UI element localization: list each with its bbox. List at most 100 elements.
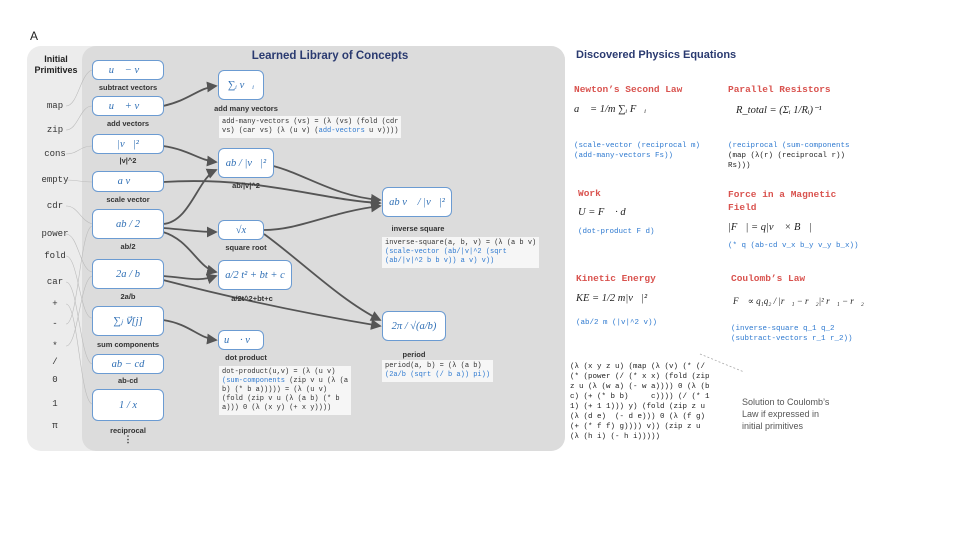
primitives-title-line1: Initial xyxy=(44,54,68,64)
primitive-item: zip xyxy=(46,125,64,135)
concept-square-root: √x xyxy=(218,220,264,240)
code-period: period(a, b) = (λ (a b) (2a/b (sqrt (/ b… xyxy=(382,360,494,382)
arrow-2ab-to-period xyxy=(162,279,382,330)
primitive-item: empty xyxy=(41,175,69,185)
code-line: c) (+ (* b b) c)))) (/ (* 1 xyxy=(570,393,710,401)
arrow-scale-to-invsq xyxy=(162,180,382,208)
code-line: (map (λ(r) (reciprocal r)) xyxy=(728,152,846,160)
arrow-add-to-addmany xyxy=(162,81,218,107)
concept-caption: ab/2 xyxy=(120,242,136,251)
equation-formula-magnetic: |F⃗| = q|v⃗ × B⃗| xyxy=(728,222,812,233)
code-line: (* (power (/ (* x x) (fold (zip xyxy=(570,373,710,381)
concept-inverse-square: ab v⃗ / |v⃗|² xyxy=(382,187,452,217)
code-line: (λ (h i) (- h i))))) xyxy=(570,433,661,441)
concept-caption: 2a/b xyxy=(120,292,136,301)
concept-period: 2π / √(a/b) xyxy=(382,311,446,341)
code-line: (zip v u (λ (a xyxy=(285,377,349,385)
concept-caption: period xyxy=(402,350,426,359)
concept-subtract-vectors: u⃗ − v⃗ xyxy=(92,60,164,80)
equation-code-parallel: (reciprocal (sum-components (map (λ(r) (… xyxy=(728,141,850,171)
code-line: add-many-vectors (vs) = (λ (vs) (fold (c… xyxy=(222,118,399,126)
equation-code-coulomb: (inverse-square q_1 q_2 (subtract-vector… xyxy=(731,324,853,344)
code-line: (2a/b (sqrt (/ b a)) pi)) xyxy=(385,371,491,379)
concept-ab-half: ab / 2 xyxy=(92,209,164,239)
primitive-item: * xyxy=(52,341,58,351)
code-line: period(a, b) = (λ (a b) xyxy=(385,362,482,370)
primitives-title-line2: Primitives xyxy=(34,65,78,75)
concept-caption: square root xyxy=(225,243,267,252)
equation-name-line: Force in a Magnetic xyxy=(728,189,837,200)
primitive-item: + xyxy=(52,299,58,309)
primitive-item: car xyxy=(46,277,64,287)
concept-caption: a/2t^2+bt+c xyxy=(231,294,273,303)
code-line: z u (λ (w a) (- w a)))) 0 (λ (b xyxy=(570,383,710,391)
primitive-item: map xyxy=(46,101,64,111)
code-line: (λ (d e) (- d e))) 0 (λ (f g) xyxy=(570,413,706,421)
code-dot-product: dot-product(u,v) = (λ (u v) (sum-compone… xyxy=(219,366,352,415)
coulomb-primitive-code: (λ (x y z u) (map (λ (v) (* (/ (* (power… xyxy=(570,362,710,442)
code-line: Rs))) xyxy=(728,162,751,170)
code-token: (sum-components xyxy=(222,377,286,385)
arrow-ab2-to-abnorm xyxy=(162,168,218,225)
primitives-title: Initial Primitives xyxy=(28,54,84,76)
concept-caption: ab/|v|^2 xyxy=(232,181,260,190)
concept-caption: add vectors xyxy=(106,119,150,128)
concept-sum-components: ∑ⱼ v⃗[j] xyxy=(92,306,164,336)
concept-caption: subtract vectors xyxy=(98,83,158,92)
equation-name-work: Work xyxy=(578,188,601,199)
code-inverse-square: inverse-square(a, b, v) = (λ (a b v) (sc… xyxy=(382,237,540,268)
code-line: (scale-vector (ab/|v|^2 (sqrt xyxy=(385,248,507,256)
equation-name-coulomb: Coulomb’s Law xyxy=(731,273,806,284)
equation-formula-work: U = F⃗ · d⃗ xyxy=(578,207,634,218)
primitive-item: π xyxy=(52,421,58,431)
equation-formula-parallel: R_total = (Σᵢ 1/Rᵢ)⁻¹ xyxy=(736,105,822,116)
code-line: (* q (ab-cd v_x b_y v_y b_x)) xyxy=(728,242,859,250)
equation-code-magnetic: (* q (ab-cd v_x b_y v_y b_x)) xyxy=(728,241,859,251)
primitive-item: cons xyxy=(44,149,66,159)
concept-dot-product: u⃗ · v⃗ xyxy=(218,330,264,350)
equation-formula-coulomb: F⃗ ∝ q₁q₂ / |r⃗₁ − r⃗₂|² r⃗₁ − r⃗₂ xyxy=(733,296,864,306)
equation-code-work: (dot-product F d) xyxy=(578,227,655,237)
code-line: (inverse-square q_1 q_2 xyxy=(731,325,835,333)
equation-code-newton: (scale-vector (reciprocal m) (add-many-v… xyxy=(574,141,700,161)
concept-caption: scale vector xyxy=(106,195,150,204)
equation-name-parallel: Parallel Resistors xyxy=(728,84,831,95)
equation-name-line: Field xyxy=(728,202,757,213)
primitive-item: cdr xyxy=(46,201,64,211)
code-line: (subtract-vectors r_1 r_2)) xyxy=(731,335,853,343)
concept-caption: add many vectors xyxy=(214,104,278,113)
code-line: vs) (car vs) (λ (u v) ( xyxy=(222,127,319,135)
arrow-2ab-to-quadratic xyxy=(162,273,218,284)
equation-name-newton: Newton’s Second Law xyxy=(574,84,683,95)
concept-caption: inverse square xyxy=(391,224,445,233)
code-add-many-vectors: add-many-vectors (vs) = (λ (vs) (fold (c… xyxy=(219,116,402,138)
arrow-norm-to-abnorm xyxy=(162,145,218,167)
concept-caption: dot product xyxy=(225,353,267,362)
code-line: (reciprocal (sum-components xyxy=(728,142,850,150)
equation-formula-newton: a⃗ = 1/m ∑ᵢ F⃗ᵢ xyxy=(574,104,647,115)
arrow-ab2-to-sqrt xyxy=(162,226,218,238)
note-line: Solution to Coulomb’s xyxy=(742,397,830,407)
concept-norm-squared: |v⃗|² xyxy=(92,134,164,154)
arrow-ab2-to-quadratic xyxy=(162,231,218,276)
code-line: 1) (+ 1 1))) y) (fold (zip z u xyxy=(570,403,706,411)
note-line: Law if expressed in xyxy=(742,409,820,419)
arrow-abnorm-to-invsq xyxy=(263,163,382,205)
primitive-item: 1 xyxy=(52,399,58,409)
concept-caption: ab-cd xyxy=(117,376,138,385)
concept-reciprocal: 1 / x xyxy=(92,389,164,421)
concept-scale-vector: a v⃗ xyxy=(92,171,164,192)
more-ellipsis: ⋮ xyxy=(123,434,133,444)
primitive-item: power xyxy=(41,229,69,239)
code-line: (ab/2 m (|v|^2 v)) xyxy=(576,319,658,327)
concept-caption: sum components xyxy=(96,340,160,349)
code-line: (fold (zip v u (λ (a b) (* b xyxy=(222,395,340,403)
concept-ab-over-norm: ab / |v⃗|² xyxy=(218,148,274,178)
code-line: (scale-vector (reciprocal m) xyxy=(574,142,701,150)
code-line: u v)))) xyxy=(364,127,399,135)
equation-code-kinetic: (ab/2 m (|v|^2 v)) xyxy=(576,318,657,328)
concept-two-a-over-b: 2a / b xyxy=(92,259,164,289)
